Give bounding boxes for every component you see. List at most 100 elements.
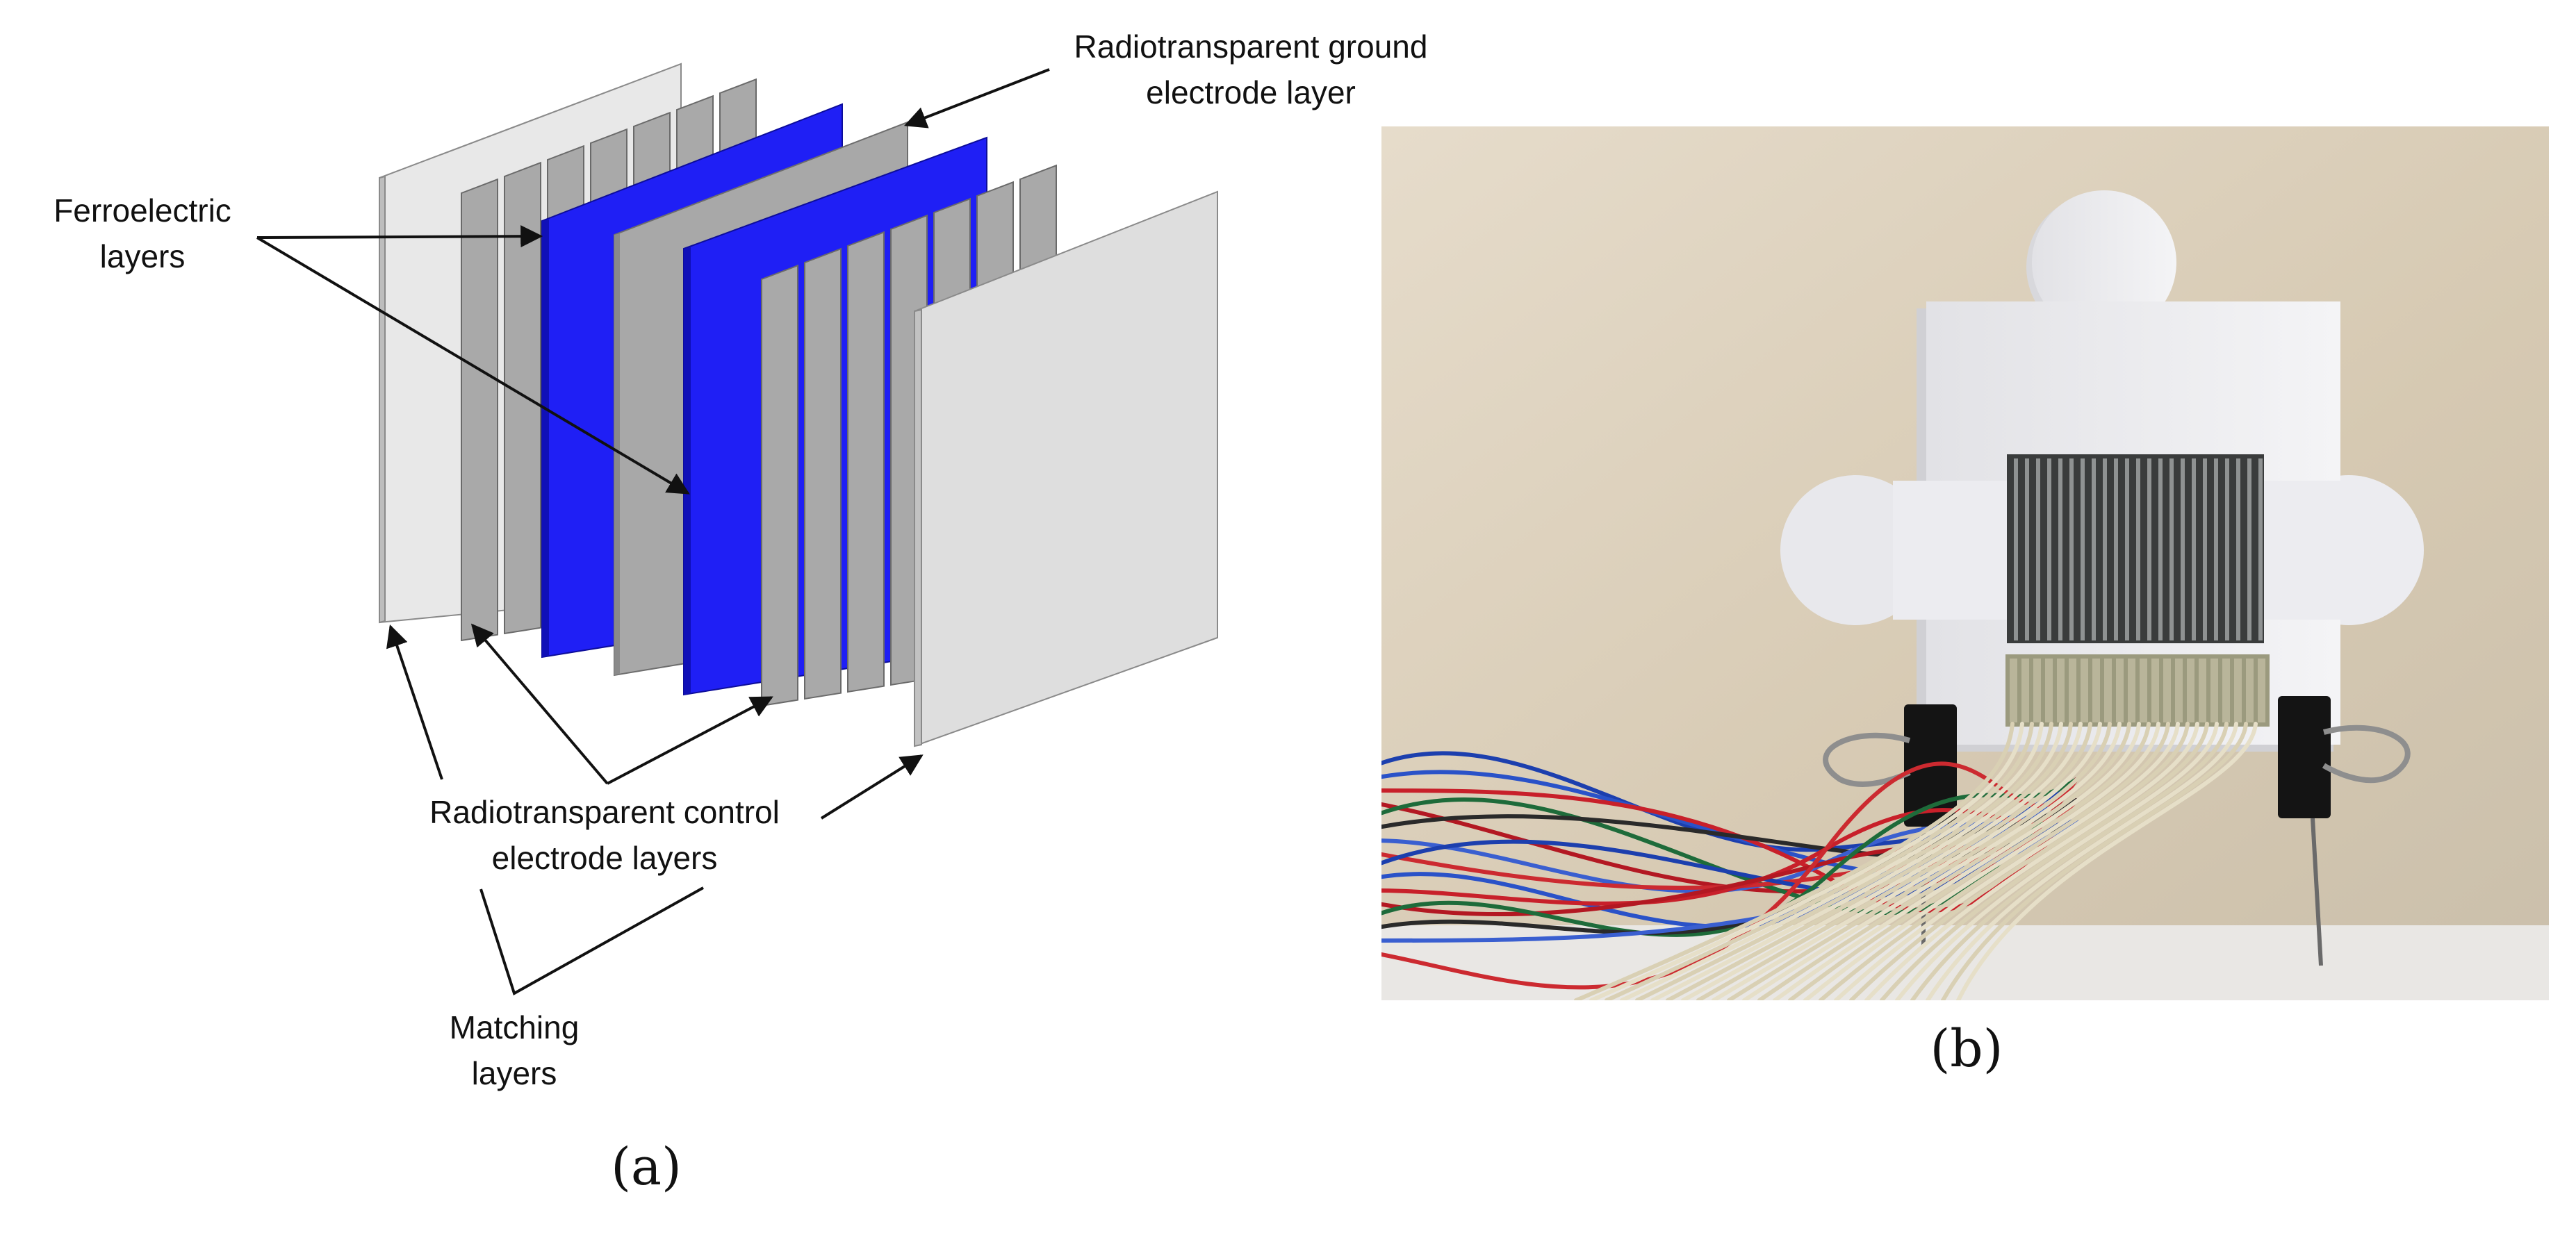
solder-pad: [2210, 659, 2218, 722]
solder-pad: [2258, 659, 2265, 722]
wire-bundle: [1381, 722, 2258, 1000]
white-wire: [1910, 722, 2229, 1000]
white-wire: [1864, 722, 2199, 1000]
ground-label-line1: Radiotransparent ground: [1074, 28, 1428, 65]
white-wire: [1742, 722, 2122, 1000]
solder-pad: [2151, 659, 2159, 722]
grid-wire: [2036, 458, 2040, 640]
control-label-line2: electrode layers: [491, 840, 718, 876]
white-wire: [1757, 722, 2131, 1000]
control-electrode-label: Radiotransparent control electrode layer…: [389, 789, 820, 881]
grid-wire: [2192, 458, 2196, 640]
white-wire: [1727, 722, 2112, 1000]
solder-pad: [2187, 659, 2194, 722]
white-wire: [1681, 722, 2083, 1000]
grid-wire: [2136, 458, 2140, 640]
grid-wire: [2092, 458, 2096, 640]
solder-pad: [2199, 659, 2206, 722]
grid-wire: [2125, 458, 2129, 640]
device-photo: [1381, 126, 2549, 1000]
white-wire: [1773, 722, 2141, 1000]
solder-pad: [2057, 659, 2065, 722]
grid-wire: [2025, 458, 2029, 640]
solder-pad: [2092, 659, 2100, 722]
solder-pad: [2246, 659, 2254, 722]
grid-wire: [2236, 458, 2240, 640]
grid-wire: [2069, 458, 2074, 640]
solder-pad: [2104, 659, 2112, 722]
white-wire: [1605, 722, 2034, 1000]
grid-wire: [2225, 458, 2229, 640]
white-wire: [1834, 722, 2180, 1000]
layer-stack-diagram: [256, 63, 1218, 995]
white-wire: [1712, 722, 2102, 1000]
grid-wire: [2047, 458, 2051, 640]
white-wire: [1589, 722, 2024, 1000]
grid-wire: [2203, 458, 2207, 640]
solder-pad: [2116, 659, 2124, 722]
caption-b: (b): [1930, 1019, 2003, 1079]
electrode-strip: [847, 231, 885, 693]
caption-a: (a): [611, 1137, 682, 1197]
solder-pad: [2033, 659, 2041, 722]
grid-wire: [2169, 458, 2174, 640]
white-wire: [1880, 722, 2209, 1000]
bracket-matching: [479, 886, 704, 995]
white-wire: [1650, 722, 2063, 1000]
arrow-matching-back: [386, 624, 443, 780]
white-wire: [1696, 722, 2092, 1000]
solder-pad: [2222, 659, 2230, 722]
solder-pad: [2010, 659, 2017, 722]
grid-wire: [2058, 458, 2062, 640]
white-wire: [1635, 722, 2053, 1000]
ferroelectric-label: Ferroelectric layers: [28, 188, 257, 279]
white-wire: [1788, 722, 2151, 1000]
control-label-line1: Radiotransparent control: [429, 794, 780, 830]
grid-wire: [2014, 458, 2018, 640]
arrow-ferro-2: [256, 236, 690, 495]
solder-pad: [2128, 659, 2135, 722]
white-wire: [1803, 722, 2160, 1000]
arrow-control-2: [607, 696, 773, 785]
grid-wire: [2147, 458, 2151, 640]
solder-pad: [2163, 659, 2171, 722]
grid-wire: [2247, 458, 2251, 640]
grid-wire: [2258, 458, 2263, 640]
matching-label: Matching layers: [410, 1004, 618, 1096]
white-wire: [1895, 722, 2219, 1000]
ground-electrode-label: Radiotransparent ground electrode layer: [1028, 24, 1473, 115]
white-wire: [1620, 722, 2044, 1000]
solder-pad: [2175, 659, 2183, 722]
solder-contacts: [2005, 654, 2270, 727]
arrow-ground: [904, 68, 1050, 129]
device-photo-illustration: [1381, 126, 2549, 1000]
grid-wire: [2158, 458, 2163, 640]
grid-wire: [2214, 458, 2218, 640]
electrode-strip: [504, 161, 541, 635]
solder-pad: [2234, 659, 2242, 722]
white-wire: [1956, 722, 2258, 1000]
ferro-label-line2: layers: [99, 238, 186, 274]
arrow-control-1: [470, 623, 609, 785]
grid-wire: [2114, 458, 2118, 640]
white-wire: [1941, 722, 2248, 1000]
white-wire: [1666, 722, 2073, 1000]
arrow-ferro-1: [256, 225, 543, 248]
matching-label-line2: layers: [471, 1055, 557, 1091]
grid-wire: [2081, 458, 2085, 640]
annotation-arrows: [256, 68, 1050, 995]
matching-layer-front: [914, 190, 1218, 747]
white-wire: [1574, 722, 2015, 1000]
solder-pad: [2045, 659, 2053, 722]
electrode-strip: [761, 264, 798, 707]
matching-label-line1: Matching: [449, 1009, 580, 1045]
electrode-grid-window: [2007, 454, 2264, 643]
electrode-strip: [804, 247, 842, 700]
grid-wire: [2103, 458, 2107, 640]
white-wire: [1849, 722, 2190, 1000]
solder-pad: [2140, 659, 2147, 722]
grid-wires: [2014, 458, 2263, 640]
arrow-matching-front: [820, 754, 924, 820]
solder-pad: [2021, 659, 2029, 722]
